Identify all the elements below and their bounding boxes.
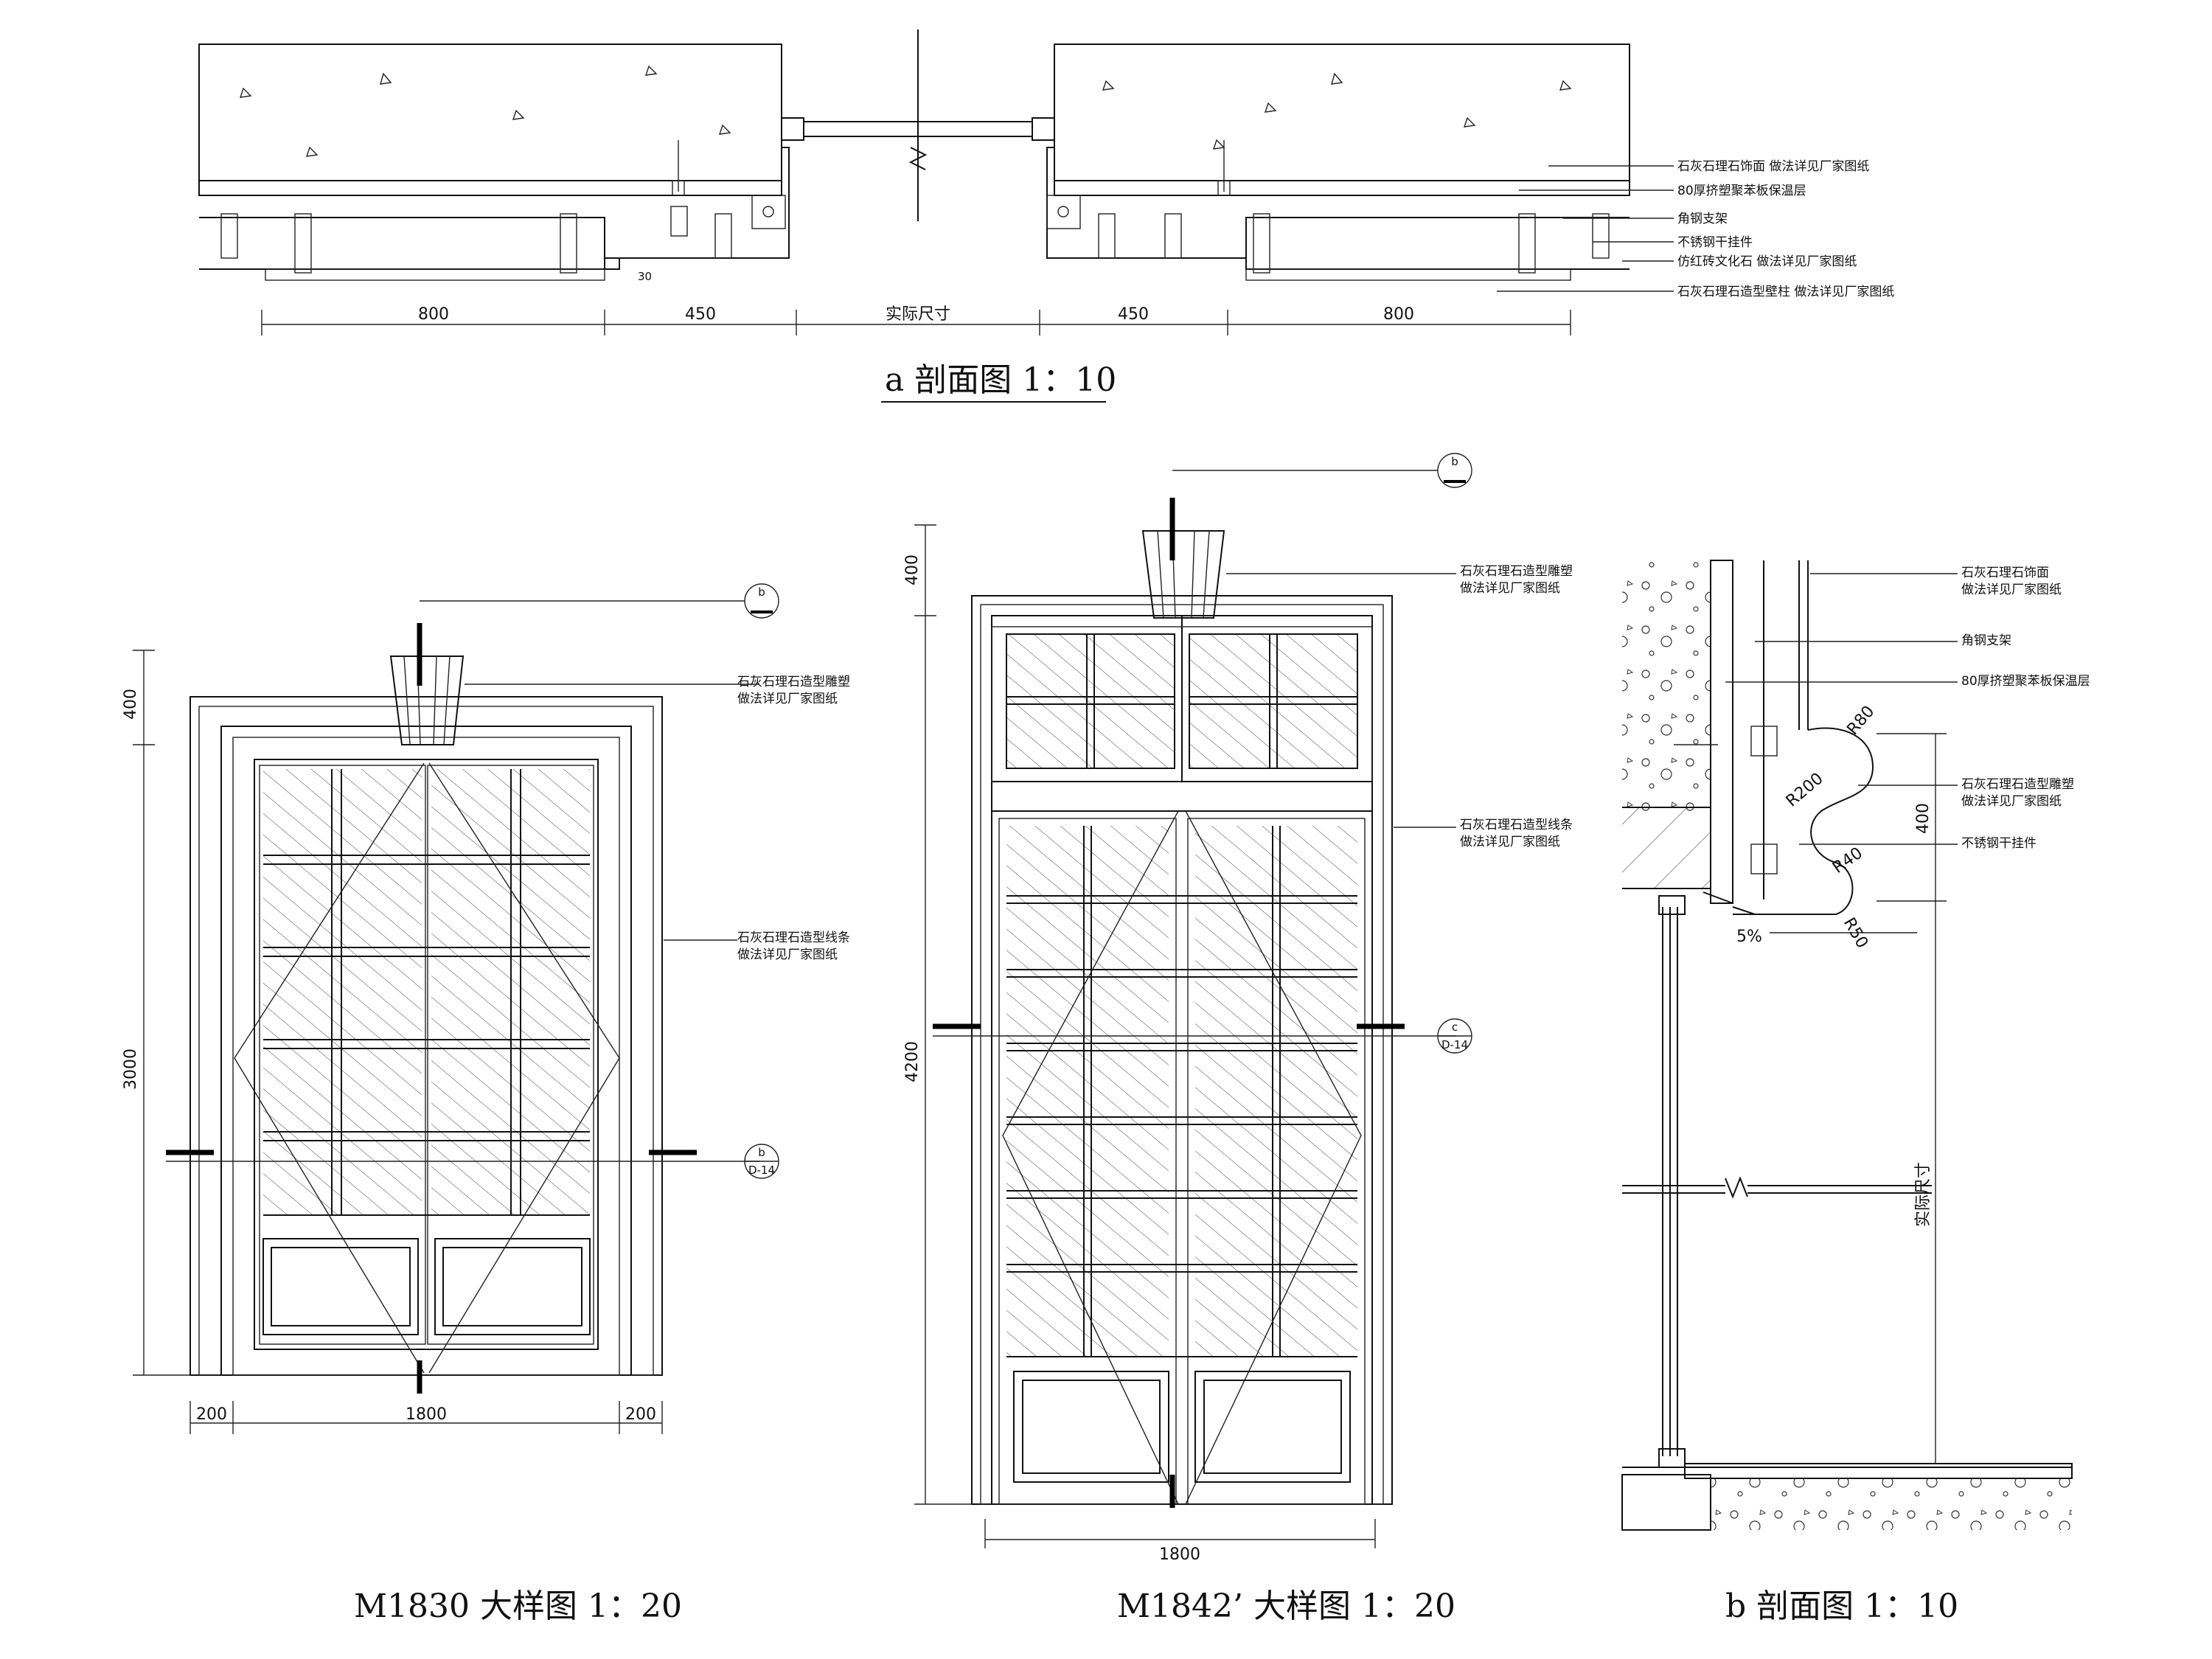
m1830-dim-right: 200 <box>625 1405 656 1424</box>
section-a-dim-4: 450 <box>1118 305 1149 324</box>
section-a-note-1: 石灰石理石饰面 做法详见厂家图纸 <box>1677 159 1869 174</box>
section-b-note-1: 石灰石理石饰面 <box>1961 566 2049 580</box>
section-a-note-5: 仿红砖文化石 做法详见厂家图纸 <box>1677 254 1857 269</box>
left-insulation-layer <box>198 180 782 196</box>
section-b-title: b 剖面图 1：10 <box>1725 1587 1958 1625</box>
m1842-note-keystone-1: 石灰石理石造型雕塑 <box>1460 564 1573 579</box>
section-b-dim: 400 <box>1914 803 1933 834</box>
section-b-note-2: 做法详见厂家图纸 <box>1961 582 2062 597</box>
section-b-radius-r200: R200 <box>1783 770 1827 811</box>
section-b-note-7: 不锈钢干挂件 <box>1961 836 2037 851</box>
m1842-dim-height: 4200 <box>903 1041 922 1082</box>
section-a-dim-3: 实际尺寸 <box>886 305 950 324</box>
section-a-note-3: 角钢支架 <box>1677 212 1728 226</box>
section-a-note-6: 石灰石理石造型壁柱 做法详见厂家图纸 <box>1677 285 1894 299</box>
m1842-dim-width: 1800 <box>1159 1545 1200 1564</box>
section-b-drawing <box>1621 560 2073 1531</box>
section-b-note-5: 石灰石理石造型雕塑 <box>1961 777 2074 792</box>
m1842-note-trim-1: 石灰石理石造型线条 <box>1460 818 1573 832</box>
m1842-elevation <box>914 453 1472 1548</box>
m1842-tag-top: b <box>1451 455 1458 468</box>
section-a-dim-2: 450 <box>685 305 716 324</box>
m1830-tag-top: b <box>758 585 765 599</box>
m1830-dim-width: 1800 <box>406 1405 447 1424</box>
m1830-note-keystone-1: 石灰石理石造型雕塑 <box>737 675 850 689</box>
right-wall-concrete <box>1054 44 1630 181</box>
section-a-note-2: 80厚挤塑聚苯板保温层 <box>1677 184 1806 198</box>
m1830-note-trim-1: 石灰石理石造型线条 <box>737 931 850 945</box>
section-a-title: a 剖面图 1：10 <box>885 361 1116 399</box>
m1830-title: M1830 大样图 1：20 <box>354 1587 682 1625</box>
section-a-drawing <box>198 29 1674 335</box>
section-a-note-4: 不锈钢干挂件 <box>1677 235 1753 250</box>
m1830-tag-side-1: b <box>758 1146 765 1159</box>
section-b-note-3: 角钢支架 <box>1961 633 2011 648</box>
section-a-small-dim: 30 <box>638 270 652 283</box>
section-b-dim-vertical: 实际尺寸 <box>1914 1162 1933 1227</box>
m1830-note-trim-2: 做法详见厂家图纸 <box>737 947 838 962</box>
m1842-note-keystone-2: 做法详见厂家图纸 <box>1460 581 1560 596</box>
m1842-note-trim-2: 做法详见厂家图纸 <box>1460 835 1560 849</box>
section-b-slope: 5% <box>1736 928 1762 946</box>
section-b-note-6: 做法详见厂家图纸 <box>1961 794 2062 809</box>
section-a-dim-1: 800 <box>418 305 449 324</box>
section-b-note-4: 80厚挤塑聚苯板保温层 <box>1961 674 2090 689</box>
left-wall-concrete <box>198 44 782 181</box>
m1830-dim-left: 200 <box>196 1405 227 1424</box>
m1830-note-keystone-2: 做法详见厂家图纸 <box>737 692 838 706</box>
m1830-dim-height: 3000 <box>122 1048 140 1090</box>
m1842-dim-top: 400 <box>903 554 922 585</box>
m1842-tag-side-2: D-14 <box>1441 1038 1468 1051</box>
section-b-radius-r80: R80 <box>1843 703 1878 739</box>
right-insulation-layer <box>1054 180 1630 196</box>
m1842-title: M1842’ 大样图 1：20 <box>1117 1587 1455 1625</box>
m1830-dim-top: 400 <box>122 689 140 720</box>
m1842-tag-side-1: c <box>1452 1020 1458 1034</box>
section-a-dim-5: 800 <box>1383 305 1414 324</box>
m1830-elevation <box>133 583 779 1434</box>
m1830-tag-side-2: D-14 <box>748 1164 775 1177</box>
